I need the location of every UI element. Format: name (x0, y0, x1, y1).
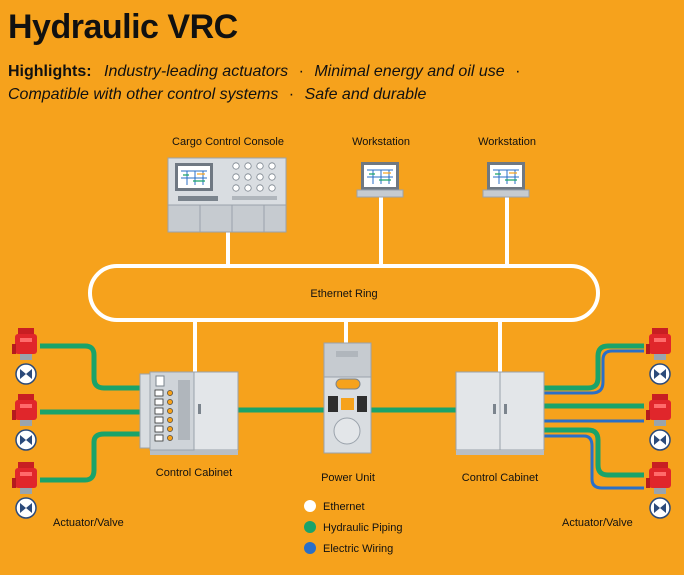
actuator-valve-left-1 (12, 328, 37, 385)
actuator-valve-left-2 (12, 394, 37, 451)
electric-wiring-right (544, 349, 644, 490)
power-unit-label: Power Unit (321, 472, 375, 484)
control-cabinet-right (455, 371, 545, 455)
hydraulic-piping-left (40, 343, 456, 483)
highlight-item-1: Industry-leading actuators (104, 63, 289, 80)
ethernet-ring-label: Ethernet Ring (310, 288, 377, 300)
actuator-valve-left-3 (12, 462, 37, 519)
actuator-valve-right-1 (646, 328, 671, 385)
highlight-separator: · (288, 86, 295, 103)
workstation-2 (482, 161, 530, 198)
control-cabinet-left-label: Control Cabinet (156, 467, 232, 479)
cargo-control-console (167, 157, 287, 233)
actuator-valve-right-3 (646, 462, 671, 519)
legend: Ethernet Hydraulic Piping Electric Wirin… (304, 500, 402, 555)
hydraulic-piping-right (544, 343, 644, 478)
control-cabinet-right-label: Control Cabinet (462, 472, 538, 484)
workstation-2-label: Workstation (478, 136, 536, 148)
workstation-1-label: Workstation (352, 136, 410, 148)
ethernet-ring (88, 264, 600, 322)
highlights-line-1: Highlights: Industry-leading actuators ·… (8, 63, 526, 81)
actuator-left-label: Actuator/Valve (53, 517, 124, 529)
highlight-item-4: Safe and durable (304, 86, 427, 103)
highlight-item-3: Compatible with other control systems (8, 86, 279, 103)
highlights-label: Highlights: (8, 63, 92, 80)
highlight-separator: · (515, 63, 521, 80)
legend-hydraulic-label: Hydraulic Piping (323, 522, 402, 534)
cargo-control-console-label: Cargo Control Console (172, 136, 284, 148)
control-cabinet-left (139, 371, 239, 455)
ethernet-links (193, 197, 509, 372)
legend-ethernet-label: Ethernet (323, 501, 365, 513)
legend-ethernet-swatch (304, 500, 316, 512)
highlight-separator: · (298, 63, 304, 80)
highlight-item-2: Minimal energy and oil use (314, 63, 505, 80)
legend-hydraulic-swatch (304, 521, 316, 533)
legend-electric-label: Electric Wiring (323, 543, 393, 555)
page-title: Hydraulic VRC (8, 8, 238, 46)
actuator-valve-right-2 (646, 394, 671, 451)
actuator-right-label: Actuator/Valve (562, 517, 633, 529)
power-unit (323, 342, 372, 454)
highlights-line-2: Compatible with other control systems · … (8, 86, 426, 104)
legend-electric-swatch (304, 542, 316, 554)
workstation-1 (356, 161, 404, 198)
